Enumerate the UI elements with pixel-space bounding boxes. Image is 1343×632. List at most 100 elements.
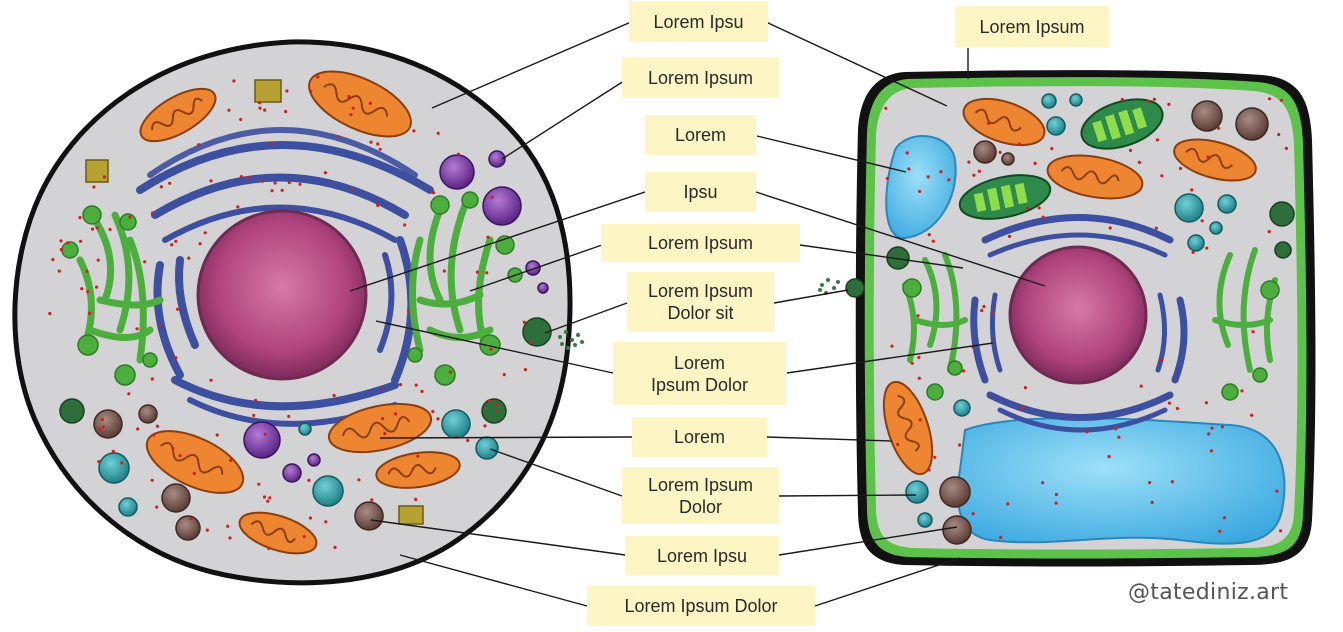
animal-golgi-right — [409, 201, 494, 354]
ribosome-dot — [495, 402, 499, 406]
label-3: Lorem — [645, 115, 756, 155]
ribosome-dot — [309, 89, 313, 93]
ribosome-dot — [884, 106, 888, 110]
ribosome-dot — [102, 175, 106, 179]
ribosome-dot — [927, 468, 931, 472]
ribosome-dot — [495, 408, 499, 412]
ribosome-dot — [257, 482, 261, 486]
ribosome-dot — [958, 443, 962, 447]
ribosome-dot — [209, 378, 213, 382]
animal-centrioles — [85, 79, 424, 525]
ribosome-dot — [333, 545, 337, 550]
ribosome-dot — [1085, 430, 1089, 434]
ribosome-dot — [416, 454, 420, 458]
ribosome-dot — [257, 101, 262, 105]
ribosome-dot — [349, 113, 353, 117]
ribosome-dot — [239, 117, 243, 122]
ribosome-dot — [323, 171, 327, 175]
ribosome-dot — [1152, 97, 1156, 101]
ribosome-dot — [155, 505, 159, 509]
ribosome-dot — [1267, 230, 1271, 234]
label-12: Lorem Ipsum — [955, 6, 1109, 47]
ribosome-dot — [266, 499, 270, 503]
ribosome-dot — [1159, 358, 1164, 362]
ribosome-dot — [66, 241, 70, 245]
ribosome-dot — [285, 89, 289, 93]
ribosome-dot — [1284, 146, 1288, 150]
ribosome-dot — [972, 173, 976, 177]
ribosome-dot — [1148, 481, 1152, 485]
ribosome-dot — [157, 324, 161, 328]
ribosome-dot — [1275, 489, 1279, 493]
ribosome-dot — [414, 497, 418, 501]
ribosome-dot — [918, 418, 922, 422]
ribosome-dot — [1240, 389, 1244, 393]
ribosome-dot — [1023, 386, 1027, 390]
ribosome-dot — [1220, 425, 1224, 429]
ribosome-dot — [381, 417, 385, 421]
ribosome-dot — [101, 425, 105, 429]
plant-golgi-right — [1212, 247, 1278, 373]
ribosome-dot — [228, 536, 232, 540]
ribosome-dot — [885, 176, 890, 180]
ribosome-dot — [1150, 500, 1154, 504]
ribosome-dot — [171, 446, 175, 450]
ribosome-dot — [1054, 501, 1058, 505]
ribosome-dot — [403, 223, 407, 227]
ribosome-dot — [90, 227, 95, 231]
ribosome-dot — [168, 181, 172, 185]
ribosome-dot — [227, 108, 231, 112]
ribosome-dot — [1107, 455, 1111, 459]
ribosome-dot — [1154, 226, 1158, 230]
ribosome-dot — [79, 239, 83, 243]
ribosome-dot — [159, 185, 163, 189]
ribosome-dot — [254, 398, 258, 402]
ribosome-dot — [522, 320, 526, 324]
ribosome-dot — [1128, 148, 1133, 152]
ribosome-dot — [394, 412, 398, 416]
ribosome-dot — [485, 271, 489, 275]
ribosome-dot — [475, 270, 479, 274]
ribosome-dot — [205, 528, 209, 532]
ribosome-dot — [1050, 147, 1054, 151]
ribosome-dot — [189, 517, 193, 521]
label-2: Lorem Ipsum — [622, 57, 779, 98]
animal-peroxisomes — [59, 317, 552, 424]
ribosome-dot — [307, 478, 311, 482]
ribosome-dot — [896, 442, 900, 447]
ribosome-dot — [268, 496, 272, 500]
ribosome-dot — [239, 175, 244, 179]
ribosome-dot — [111, 449, 115, 453]
ribosome-dot — [1205, 246, 1209, 250]
ribosome-dot — [1117, 435, 1121, 439]
ribosome-dot — [1114, 427, 1118, 431]
ribosome-dot — [1200, 219, 1204, 223]
ribosome-dot — [1017, 142, 1022, 146]
ribosome-dot — [907, 167, 911, 171]
label-7: Lorem Ipsum Dolor — [613, 342, 786, 405]
ribosome-dot — [267, 546, 271, 551]
ribosome-dot — [376, 142, 380, 146]
ribosome-dot — [270, 189, 274, 193]
ribosome-dot — [939, 170, 943, 174]
ribosome-dot — [1120, 97, 1124, 102]
ribosome-dot — [999, 535, 1003, 540]
ribosome-dot — [1054, 492, 1058, 497]
ribosome-dot — [414, 383, 418, 387]
ribosome-dot — [85, 269, 89, 273]
animal-mitochondria — [139, 70, 461, 555]
ribosome-dot — [1167, 102, 1171, 106]
ribosome-dot — [337, 135, 341, 139]
ribosome-dot — [1041, 215, 1045, 219]
ribosome-dot — [1267, 97, 1272, 101]
animal-golgi-left — [76, 211, 164, 364]
ribosome-dot — [431, 409, 435, 414]
ribosome-dot — [383, 432, 387, 436]
ribosome-dot — [59, 239, 63, 243]
ribosome-dot — [287, 414, 291, 418]
ribosome-dot — [135, 327, 139, 331]
ribosome-dot — [152, 433, 156, 437]
ribosome-dot — [368, 101, 372, 105]
plant-golgi-vesicles — [902, 278, 1280, 401]
ribosome-dot — [232, 79, 236, 83]
